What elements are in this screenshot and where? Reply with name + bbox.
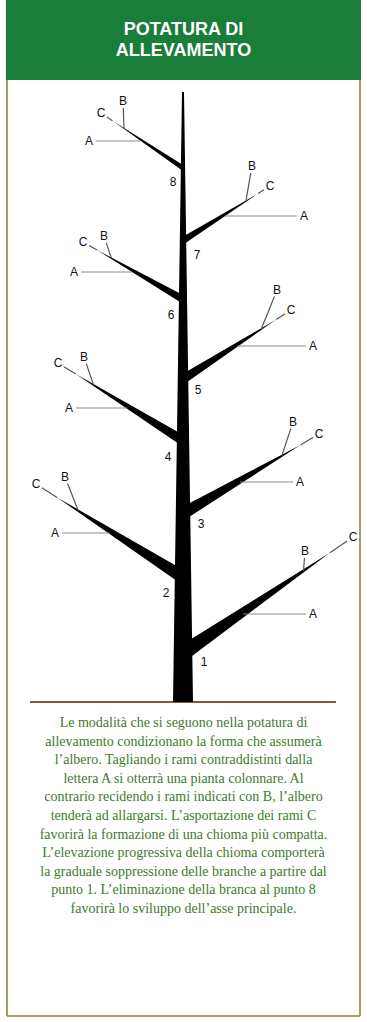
twig: [42, 488, 57, 498]
caption-text: Le modalità che si seguono nella potatur…: [38, 714, 329, 919]
twig: [282, 429, 291, 456]
branch: [186, 445, 300, 519]
twig: [89, 246, 97, 251]
branch-letter: C: [349, 531, 358, 544]
twig: [300, 438, 313, 445]
leader-line: [81, 272, 132, 273]
twig: [123, 108, 125, 128]
frame-line: [359, 80, 361, 1016]
branch-letter: A: [65, 402, 73, 415]
callout-number: 6: [168, 309, 175, 322]
leader-line: [225, 216, 297, 217]
branch-letter: B: [289, 416, 297, 429]
branch: [188, 553, 330, 659]
branch-letter: A: [51, 527, 59, 540]
leader-line: [96, 141, 140, 142]
twig: [276, 314, 285, 320]
twig: [86, 364, 93, 386]
leader-line: [240, 482, 293, 483]
branch: [184, 194, 258, 244]
twig: [304, 558, 305, 571]
twig: [107, 117, 113, 121]
branch-letter: C: [287, 304, 296, 317]
branch: [76, 374, 185, 448]
callout-number: 8: [170, 176, 177, 189]
leader-lines: [62, 141, 306, 614]
branch-letter: B: [273, 284, 281, 297]
leader-line: [76, 408, 127, 409]
frame-line: [7, 1015, 360, 1017]
branch: [113, 121, 184, 171]
callout-number: 7: [194, 249, 201, 262]
title-text: POTATURA DI ALLEVAMENTO: [96, 19, 271, 61]
twig: [330, 541, 347, 553]
branch-letter: B: [100, 230, 108, 243]
twig: [258, 190, 264, 194]
leader-line: [62, 533, 110, 534]
twig: [106, 243, 111, 259]
branch-letter: C: [79, 236, 88, 249]
branch-letter: C: [54, 357, 63, 370]
branch-letter: C: [315, 428, 324, 441]
branch-letter: A: [85, 135, 93, 148]
branch-letter: A: [309, 340, 317, 353]
branch-letter: B: [248, 160, 256, 173]
branch: [57, 497, 187, 588]
branch-letter: C: [266, 180, 275, 193]
branch-letter: A: [70, 266, 78, 279]
frame-line: [6, 80, 8, 1016]
callout-number: 1: [201, 656, 208, 669]
branch-letter: B: [301, 545, 309, 558]
branch-letter: A: [300, 210, 308, 223]
leader-line: [243, 614, 306, 615]
twig: [261, 297, 274, 330]
branches: [57, 121, 330, 659]
branch-letter: A: [309, 608, 317, 621]
callout-number: 4: [165, 451, 172, 464]
callout-number: 5: [195, 384, 202, 397]
twigs: [42, 108, 347, 571]
twig: [64, 367, 76, 374]
branch-letter: B: [119, 95, 127, 108]
leader-line: [237, 346, 306, 347]
branch-letter: C: [97, 107, 106, 120]
title-band: POTATURA DI ALLEVAMENTO: [6, 0, 361, 80]
branch: [185, 320, 276, 384]
twig: [68, 484, 79, 511]
branch-letter: B: [80, 351, 88, 364]
branch-letter: A: [296, 476, 304, 489]
branch-letter: C: [32, 478, 41, 491]
callout-number: 2: [163, 587, 170, 600]
branch-letter: B: [61, 471, 69, 484]
callout-number: 3: [198, 518, 205, 531]
twig: [246, 173, 251, 201]
branch: [97, 250, 184, 304]
